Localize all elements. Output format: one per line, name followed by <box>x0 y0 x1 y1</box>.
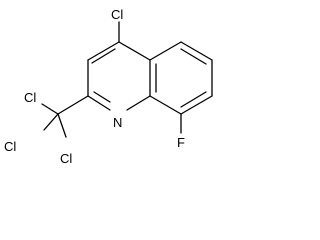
bond-c-cl-right <box>57 113 67 138</box>
pyridine-ring <box>87 41 151 111</box>
bond-c7-c8-inner <box>180 91 207 108</box>
atom-cl-left: Cl <box>4 139 16 154</box>
atom-fluorine: F <box>177 135 185 150</box>
molecule-drawing: Cl N F Cl Cl Cl <box>4 7 213 166</box>
bond-c4-c3-inner <box>91 48 116 64</box>
atom-cl-right: Cl <box>60 151 72 166</box>
bond-c2-n1 <box>87 95 111 111</box>
bond-c-cl-left <box>43 113 59 131</box>
atom-cl-top: Cl <box>111 7 123 22</box>
bond-c2-n1-inner <box>93 91 111 103</box>
bond-c2-ccl3 <box>57 95 89 115</box>
structure-diagram: Cl N F Cl Cl Cl <box>4 7 213 166</box>
bond-c5-c6-inner <box>180 48 207 65</box>
atom-cl-upper: Cl <box>24 90 36 105</box>
atom-nitrogen: N <box>113 115 122 130</box>
bond-c5-c6 <box>180 41 213 61</box>
bond-c8-c8a <box>149 95 182 115</box>
bond-c4a-c5 <box>149 41 182 61</box>
bond-n1-c8a <box>126 95 151 111</box>
bond-c4a-c4 <box>118 41 151 61</box>
bond-c7-c8 <box>180 95 213 115</box>
bond-c-cl-upper <box>41 103 59 115</box>
benzene-ring <box>149 41 213 115</box>
bond-c4-c3 <box>87 41 120 61</box>
